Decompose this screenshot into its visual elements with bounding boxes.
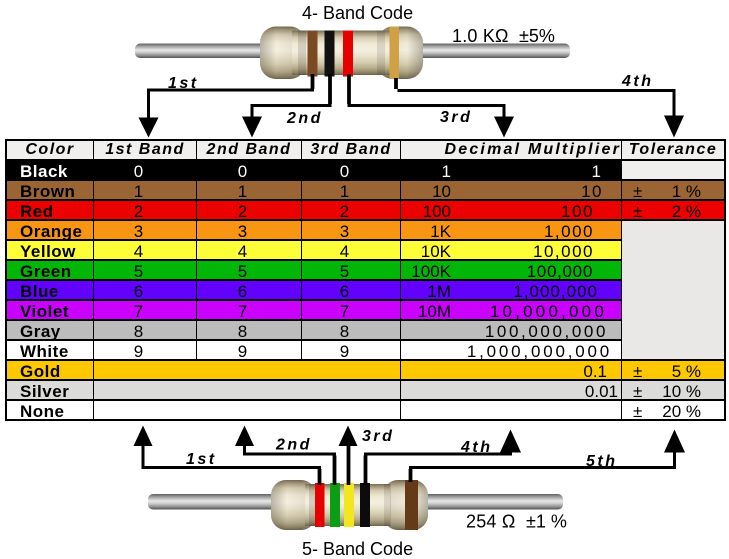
svg-text:2nd: 2nd	[286, 110, 323, 127]
svg-text:3rd: 3rd	[362, 428, 394, 445]
svg-text:254 Ω: 254 Ω	[466, 512, 516, 532]
svg-text:2nd: 2nd	[275, 437, 312, 454]
svg-text:1st: 1st	[186, 451, 217, 468]
svg-text:3rd: 3rd	[440, 109, 472, 126]
svg-text:5th: 5th	[586, 453, 618, 470]
svg-text:±5%: ±5%	[519, 26, 555, 46]
svg-text:5- Band Code: 5- Band Code	[302, 539, 413, 559]
svg-text:4th: 4th	[621, 73, 654, 90]
svg-text:4- Band Code: 4- Band Code	[302, 3, 413, 23]
svg-text:±1 %: ±1 %	[526, 512, 567, 532]
svg-text:1.0 KΩ: 1.0 KΩ	[452, 26, 509, 46]
svg-text:1st: 1st	[168, 75, 199, 92]
svg-text:4th: 4th	[460, 439, 493, 456]
